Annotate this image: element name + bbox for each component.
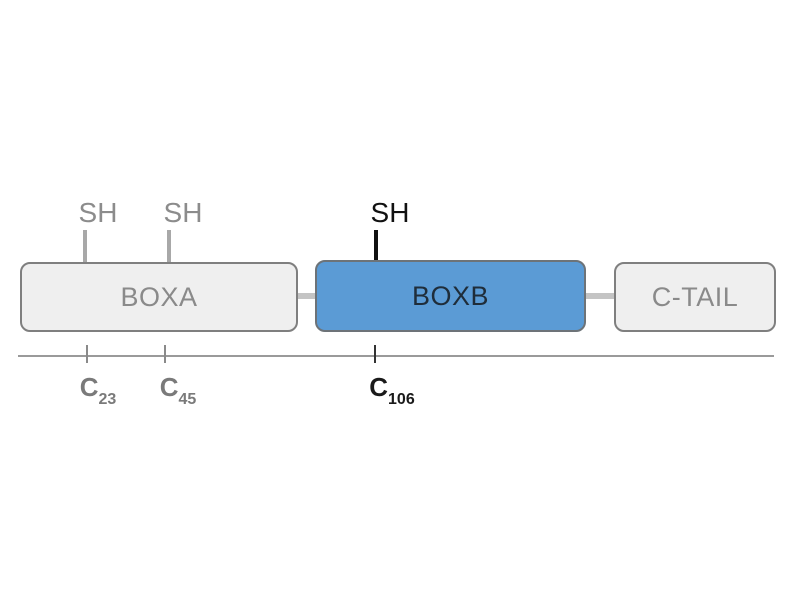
residue-number-c23: 23 [98, 391, 117, 408]
tick-c45 [164, 345, 166, 363]
linker-boxa-boxb [296, 293, 318, 299]
sh-label-c45: SH [163, 197, 203, 228]
domain-boxa-label: BOXA [120, 281, 198, 312]
domain-boxb: BOXB [315, 260, 586, 332]
sh-label-c23: SH [78, 197, 118, 228]
tick-c106 [374, 345, 376, 363]
residue-letter-c23: C [79, 372, 99, 402]
residue-number-c45: 45 [178, 391, 197, 408]
domain-boxa: BOXA [20, 262, 298, 332]
residue-number-c106: 106 [388, 391, 415, 408]
sh-stem-c106 [374, 230, 378, 260]
residue-letter-c45: C [159, 372, 179, 402]
sequence-axis [18, 355, 774, 357]
domain-ctail-label: C-TAIL [651, 281, 739, 312]
sh-stem-c45 [167, 230, 171, 262]
residue-label-c45: C45 [148, 372, 208, 408]
sh-label-c106: SH [370, 197, 410, 228]
linker-boxb-ctail [584, 293, 616, 299]
residue-letter-c106: C [369, 372, 389, 402]
sh-stem-c23 [83, 230, 87, 262]
domain-ctail: C-TAIL [614, 262, 776, 332]
tick-c23 [86, 345, 88, 363]
domain-boxb-label: BOXB [411, 280, 490, 311]
residue-label-c106: C106 [362, 372, 422, 408]
residue-label-c23: C23 [68, 372, 128, 408]
